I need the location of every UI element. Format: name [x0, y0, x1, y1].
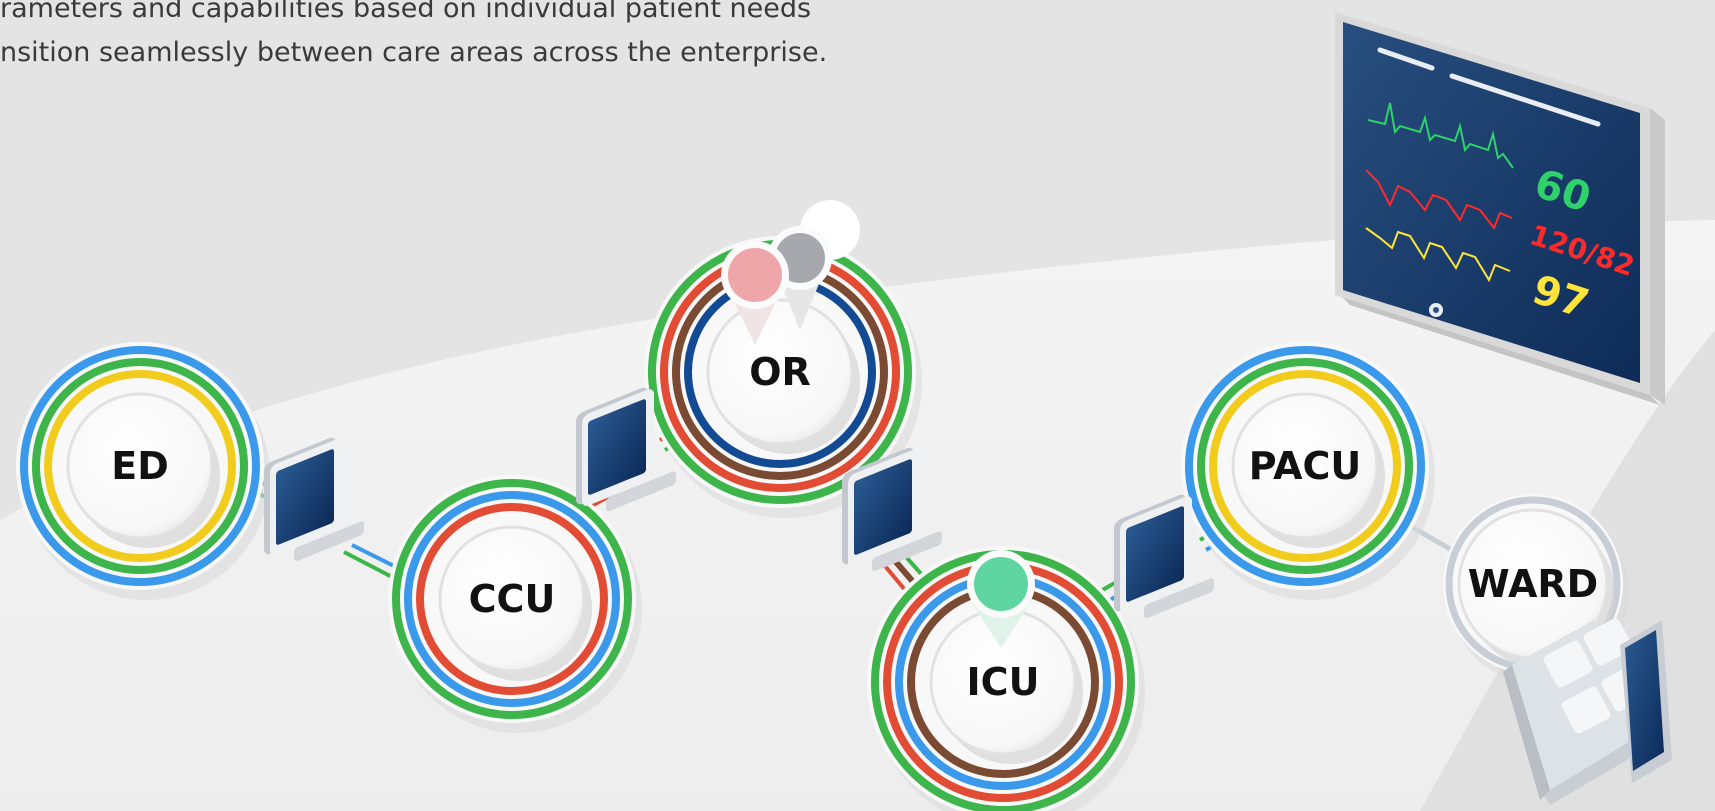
- portable-monitors: [264, 387, 1214, 619]
- patient-monitor-icon: [842, 447, 942, 572]
- ring-green: [392, 479, 632, 719]
- care-area-ccu[interactable]: [388, 475, 642, 733]
- care-area-label-or: OR: [749, 350, 811, 394]
- node-disc: [706, 298, 854, 446]
- monitor-base: [294, 521, 364, 562]
- monitor-screen: [276, 449, 334, 545]
- care-area-ed[interactable]: [16, 342, 270, 600]
- ring-red: [416, 503, 608, 695]
- patient-monitor-icon: [1114, 494, 1214, 619]
- connector-ed-ccu-green-b: [343, 550, 395, 580]
- care-area-pacu[interactable]: [1181, 342, 1435, 600]
- patient-monitor-icon: [576, 387, 676, 512]
- ward-monitor-device: [1503, 618, 1672, 805]
- ring-green: [1197, 358, 1413, 574]
- care-area-label-ward: WARD: [1468, 562, 1598, 606]
- ring-yellow: [44, 370, 236, 562]
- location-pin-icu-mint: [967, 550, 1035, 648]
- intro-line-2: nsition seamlessly between care areas ac…: [0, 37, 828, 68]
- monitor-screen: [1126, 506, 1184, 602]
- intro-line-1: rameters and capabilities based on indiv…: [0, 0, 812, 24]
- spo2-waveform: [1365, 227, 1511, 283]
- ecg-waveform: [1367, 102, 1514, 169]
- large-patient-monitor: 60 120/82 97: [1335, 12, 1665, 405]
- care-area-label-ccu: CCU: [469, 577, 556, 621]
- monitor-base: [872, 531, 942, 572]
- care-area-label-ed: ED: [111, 444, 169, 488]
- ring-green: [32, 358, 248, 574]
- node-disc: [1231, 392, 1379, 540]
- location-pin-icon: [728, 248, 782, 302]
- location-pin-or-pink: [721, 241, 789, 345]
- care-area-or[interactable]: [644, 236, 922, 518]
- ring-yellow: [1209, 370, 1401, 562]
- monitor-screen: [854, 459, 912, 555]
- pressure-waveform: [1365, 169, 1513, 230]
- intro-text: rameters and capabilities based on indiv…: [0, 0, 827, 75]
- patient-monitor-icon: [264, 437, 364, 562]
- monitor-base: [1144, 578, 1214, 619]
- care-area-icu[interactable]: [867, 546, 1145, 811]
- ge-logo-icon: [1429, 303, 1443, 317]
- ring-blue: [20, 346, 260, 586]
- monitor-screen: [1625, 630, 1664, 771]
- location-pin-icon: [974, 557, 1028, 611]
- ring-blue: [404, 491, 620, 707]
- monitor-screen: [588, 399, 646, 495]
- care-area-label-pacu: PACU: [1249, 444, 1362, 488]
- ring-blue: [1185, 346, 1425, 586]
- node-disc: [438, 525, 586, 673]
- care-area-label-icu: ICU: [967, 660, 1040, 704]
- monitor-base: [606, 471, 676, 512]
- node-disc: [66, 392, 214, 540]
